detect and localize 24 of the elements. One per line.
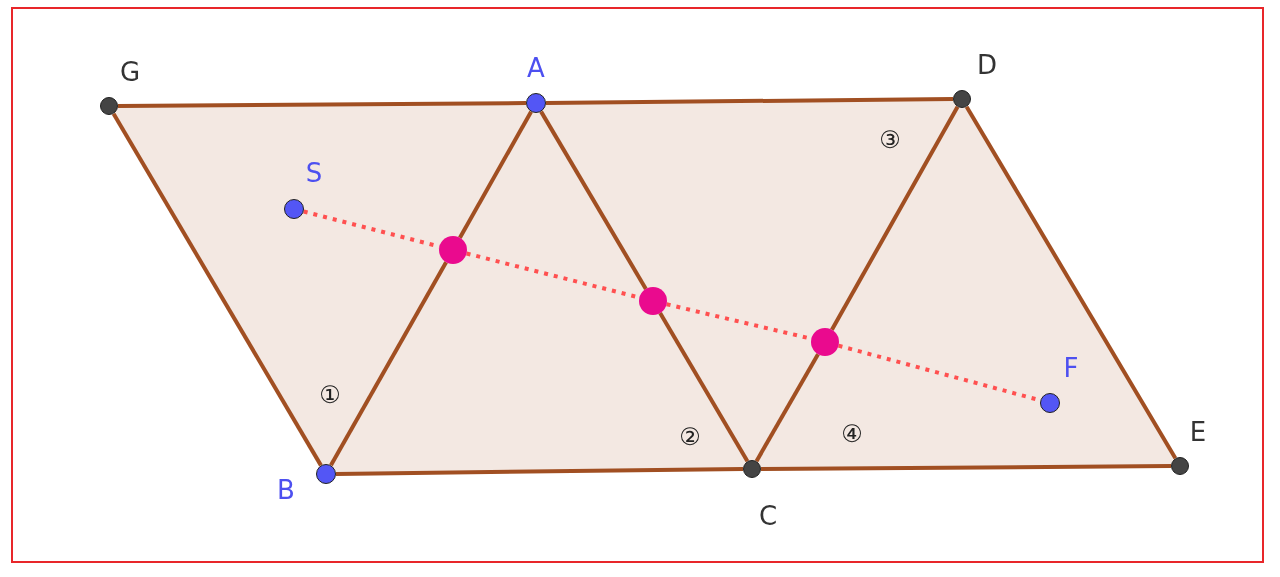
segment-line	[964, 105, 1178, 460]
point-label: B	[277, 475, 295, 505]
segment-line	[458, 110, 533, 239]
region-number: ②	[679, 423, 701, 451]
point-label: A	[527, 53, 545, 83]
segment-line	[329, 261, 448, 467]
segment-line	[539, 110, 648, 290]
segment-line	[546, 97, 953, 105]
segment-line	[118, 101, 526, 108]
point-label: E	[1189, 417, 1207, 447]
point-label: S	[305, 158, 323, 188]
segment-line	[761, 464, 1171, 471]
segment-line	[754, 353, 820, 463]
region-number: ①	[319, 381, 341, 409]
region-number: ③	[879, 126, 901, 154]
segment-line	[111, 112, 323, 467]
point-label: F	[1063, 353, 1079, 383]
segment-line	[335, 467, 744, 476]
point-label: C	[758, 501, 778, 531]
region-number: ④	[841, 420, 863, 448]
segment-line	[658, 312, 750, 463]
point-label: D	[977, 50, 997, 80]
segment-line	[830, 105, 960, 331]
point-label: G	[119, 57, 141, 87]
